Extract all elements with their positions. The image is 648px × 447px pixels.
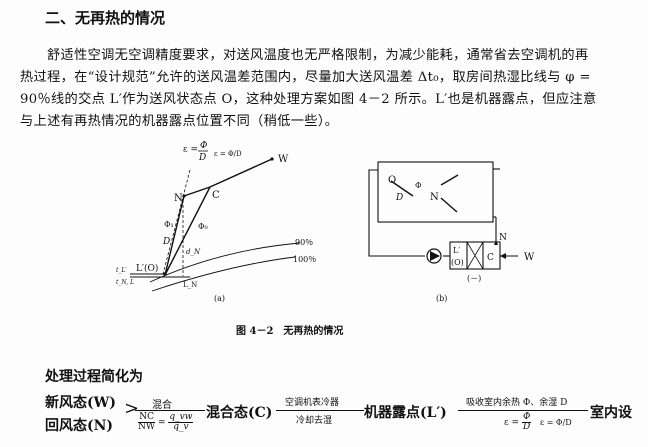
label-O: O — [388, 175, 396, 186]
paragraph-line: 舒适性空调无空调精度要求，对送风温度也无严格限制，为减少能耗，通常省去空调机的再 — [47, 48, 589, 63]
caption-a: (a) — [214, 294, 225, 303]
point-L — [163, 272, 167, 276]
label-LN: L_N — [183, 281, 197, 289]
eps-num: Φ — [521, 412, 532, 423]
label-D: D — [162, 237, 170, 247]
label-L-O: L′(O) — [136, 263, 158, 274]
line-N-L — [164, 195, 185, 276]
label-O-b: (O) — [451, 258, 464, 267]
label-minus: (－) — [467, 274, 481, 283]
process-heading: 处理过程简化为 — [45, 369, 143, 385]
ratio-right-num: q_vw — [168, 412, 194, 423]
return-air-state: 回风态(N) — [45, 418, 114, 434]
point-N — [182, 194, 186, 198]
cool-dehumid-label: 冷却去湿 — [296, 416, 333, 426]
cooler-label: 空调机表冷器 — [285, 398, 340, 408]
line-C-L — [164, 186, 211, 276]
figure-caption: 图 4－2 无再热的情况 — [236, 326, 344, 337]
label-L-b: L′ — [453, 246, 460, 255]
figure-b-system-diagram — [368, 161, 518, 270]
line-C-W — [209, 158, 273, 188]
supply-duct — [368, 169, 425, 257]
label-C: C — [212, 190, 220, 201]
label-W-b: W — [524, 252, 535, 263]
paragraph-line: 与上述有再热情况的机器露点位置不同（稍低一些）。 — [20, 114, 339, 129]
curve-100 — [151, 256, 296, 292]
caption-b: (b) — [436, 294, 447, 303]
label-phi0: Φ₀ — [198, 222, 208, 231]
paragraph-line: 90％线的交点 L′作为送风状态点 O，这种处理方案如图 4－2 所示。L′也是… — [20, 92, 597, 107]
line-N-C — [183, 186, 211, 197]
eps-den: D — [523, 422, 531, 432]
label-C-b: C — [487, 253, 494, 263]
fresh-air-state: 新风态(W) — [45, 395, 116, 411]
label-phi-b: Φ — [415, 181, 422, 190]
curve-90 — [149, 242, 301, 283]
eps-bottom-label: ε = Φ/D — [540, 418, 572, 427]
epsilon-symbol: ε = — [183, 145, 198, 155]
room-box — [377, 161, 494, 223]
indoor-state: 室内设 — [590, 405, 632, 421]
label-N: N — [174, 193, 183, 204]
label-phi1: Φ₁ — [164, 220, 174, 229]
label-N-b: N — [430, 192, 439, 203]
epsilon-num: Φ — [200, 141, 207, 151]
label-W: W — [278, 154, 289, 165]
dew-point-state: 机器露点(L′) — [364, 405, 447, 421]
arrow-mix — [135, 410, 205, 411]
epsilon-line — [162, 169, 191, 275]
mix-label: 混合 — [152, 400, 172, 411]
mixed-state: 混合态(C) — [206, 405, 273, 421]
epsilon-den: D — [198, 153, 206, 163]
paragraph-line: 热过程，在“设计规范”允许的送风温差范围内，尽量加大送风温差 Δt₀，取房间热湿… — [20, 70, 591, 85]
arrow-cool — [276, 410, 364, 411]
label-D-b: D — [395, 193, 403, 203]
label-tL: t_L′ — [116, 267, 127, 274]
label-100: 100％ — [293, 255, 316, 264]
ratio-right-den: q_v — [173, 422, 189, 432]
ratio-left-den: NW — [138, 422, 156, 432]
label-dN: d_N — [186, 248, 201, 256]
arrow-absorb — [458, 410, 588, 411]
point-W — [270, 157, 274, 161]
ratio-left-num: NC — [138, 412, 156, 423]
label-90: 90％ — [295, 238, 313, 247]
merge-bracket: > — [124, 398, 140, 419]
label-N-pipe: N — [499, 233, 507, 243]
eps-symbol: ε = — [504, 418, 520, 428]
section-heading: 二、无再热的情况 — [45, 9, 166, 27]
absorb-label: 吸收室内余热 Φ、余湿 D — [466, 398, 568, 408]
epsilon-label: ε = Φ/D — [214, 150, 242, 158]
label-tNL: t_N, L — [116, 279, 134, 286]
